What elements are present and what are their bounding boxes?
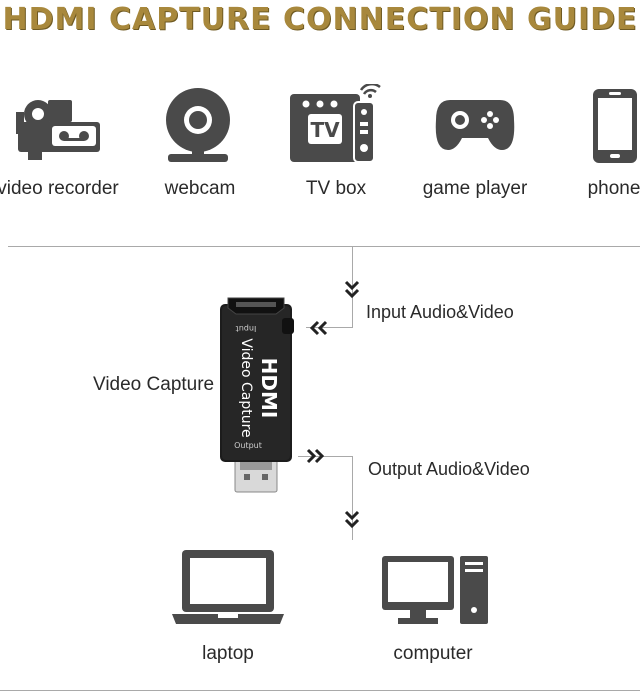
output-right-chevron-icon: [306, 448, 325, 464]
device-brand-text: HDMI: [257, 358, 281, 419]
output-connector-line: [352, 456, 353, 540]
input-down-chevron-icon: [344, 280, 360, 299]
laptop-icon: [172, 550, 284, 624]
device-port-out-text: Output: [234, 441, 262, 450]
target-label-laptop: laptop: [202, 643, 254, 664]
device-name-text: Video Capture: [238, 338, 254, 437]
bottom-divider: [0, 690, 640, 691]
webcam-icon: [166, 88, 230, 162]
capture-dongle: HDMI Video Capture Input Output: [220, 297, 294, 493]
source-label-phone: phone: [587, 178, 640, 199]
output-flow-label: Output Audio&Video: [368, 459, 530, 479]
source-label-video-recorder: video recorder: [0, 178, 119, 199]
gamepad-icon: [435, 100, 515, 150]
computer-icon: [382, 556, 488, 624]
output-down-chevron-icon: [344, 510, 360, 529]
source-label-game-player: game player: [422, 178, 528, 199]
source-label-webcam: webcam: [164, 178, 236, 199]
source-label-tv-box: TV box: [305, 178, 367, 199]
input-flow-label: Input Audio&Video: [366, 302, 514, 322]
phone-icon: [593, 89, 637, 163]
device-port-in-text: Input: [236, 324, 257, 333]
page-title: HDMI CAPTURE CONNECTION GUIDE: [2, 2, 638, 37]
input-connector-hline: [306, 327, 353, 328]
video-recorder-icon: [16, 100, 100, 160]
input-left-chevron-icon: [309, 320, 328, 336]
top-divider: [8, 246, 640, 247]
tv-box-icon-text: TV: [310, 118, 340, 142]
capture-device-label: Video Capture: [93, 374, 215, 395]
tv-box-icon: TV: [290, 84, 381, 163]
output-connector-hline: [298, 456, 353, 457]
target-label-computer: computer: [393, 643, 473, 664]
